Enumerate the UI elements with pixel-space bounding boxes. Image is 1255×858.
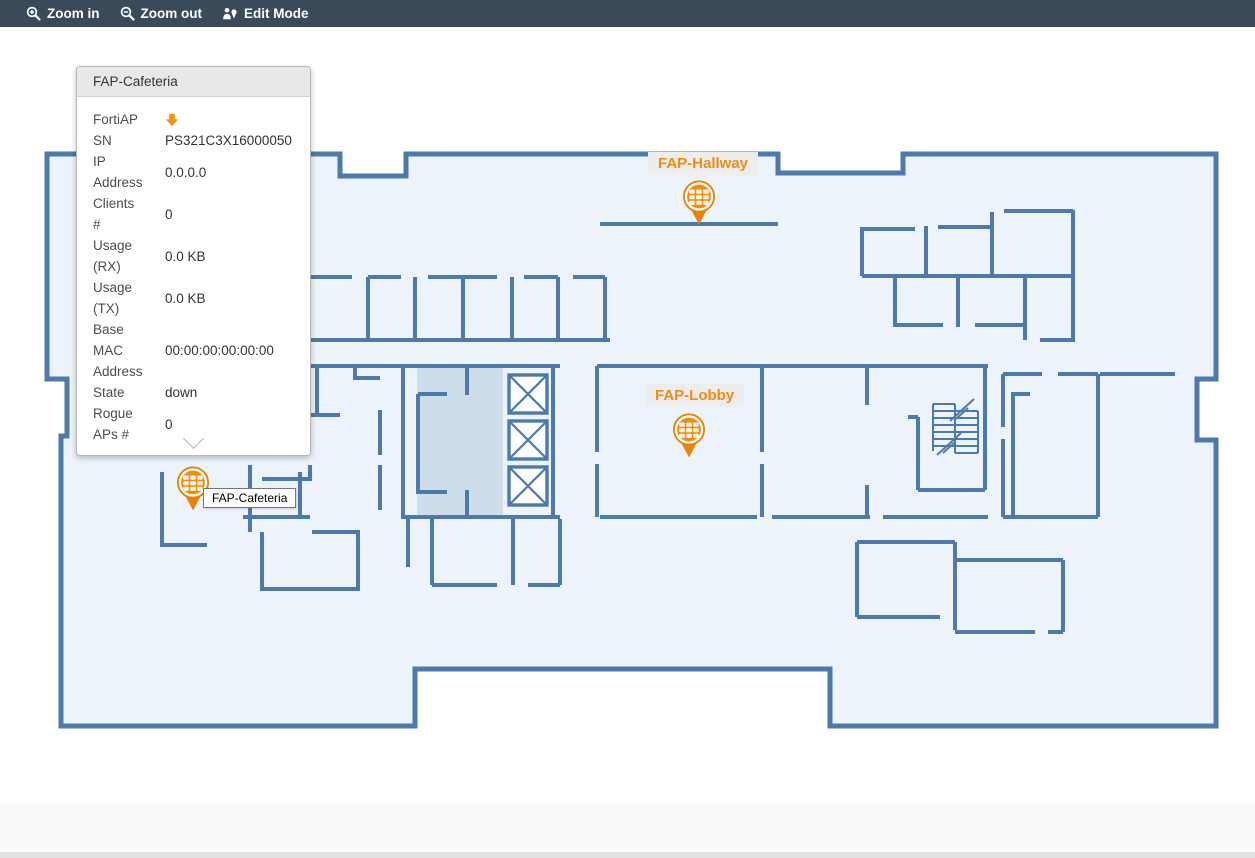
popup-row-label: Usage (TX): [93, 280, 133, 316]
popup-row-value: 0.0 KB: [165, 290, 206, 306]
popup-row-value: 00:00:00:00:00:00: [165, 343, 274, 358]
popup-row-fortiap: FortiAP: [93, 109, 294, 130]
ap-marker-fap-hallway[interactable]: [680, 180, 718, 226]
edit-mode-icon: [222, 6, 238, 21]
popup-row-rogue-aps: Rogue APs # 0: [93, 403, 294, 445]
popup-row-ip-address: IP Address 0.0.0.0: [93, 151, 294, 193]
popup-row-state: State down: [93, 382, 294, 403]
popup-row-label: Clients #: [93, 196, 135, 232]
zoom-in-icon: [26, 6, 41, 21]
stairs-icon: [932, 398, 979, 456]
zoom-in-label: Zoom in: [47, 6, 100, 21]
popup-row-value: 0: [165, 416, 173, 432]
zoom-out-button[interactable]: Zoom out: [120, 6, 202, 21]
edit-mode-button[interactable]: Edit Mode: [222, 6, 309, 21]
zoom-in-button[interactable]: Zoom in: [26, 6, 100, 21]
marker-hover-tooltip: FAP-Cafeteria: [203, 488, 297, 508]
popup-row-label: IP Address: [93, 154, 143, 190]
elevator-shaft-icons: [507, 373, 549, 507]
popup-title: FAP-Cafeteria: [77, 67, 310, 97]
popup-row-value: 0: [165, 206, 173, 222]
ap-marker-fap-lobby[interactable]: [670, 413, 708, 459]
bottom-panel-strip: [0, 852, 1255, 858]
popup-row-value: PS321C3X16000050: [165, 133, 292, 148]
popup-row-value: 0.0.0.0: [165, 164, 207, 180]
ap-label-fap-lobby: FAP-Lobby: [645, 384, 745, 407]
popup-row-usage-rx: Usage (RX) 0.0 KB: [93, 235, 294, 277]
ap-details-popup: FAP-Cafeteria FortiAP SN PS321C3X1600005…: [76, 66, 311, 456]
popup-row-clients: Clients # 0: [93, 193, 294, 235]
zoom-out-label: Zoom out: [140, 6, 202, 21]
ap-label-fap-hallway: FAP-Hallway: [648, 152, 759, 175]
popup-row-base-mac: Base MAC Address 00:00:00:00:00:00: [93, 319, 294, 382]
popup-row-value: 0.0 KB: [165, 248, 206, 264]
floorplan-svg: [44, 151, 1219, 729]
bottom-panel: [0, 803, 1255, 852]
fortiap-down-arrow-icon: [165, 113, 294, 127]
toolbar: Zoom in Zoom out Edit Mode: [0, 0, 1255, 27]
popup-row-value: down: [165, 385, 198, 400]
popup-row-usage-tx: Usage (TX) 0.0 KB: [93, 277, 294, 319]
map-area: FAP-Hallway FAP-Lobby: [0, 27, 1255, 803]
popup-row-label: Usage (RX): [93, 238, 133, 274]
popup-row-label: SN: [93, 133, 112, 148]
popup-row-label: FortiAP: [93, 112, 139, 127]
floorplan-outer-boundary: [44, 151, 1219, 729]
popup-row-label: Base MAC Address: [93, 322, 143, 379]
zoom-out-icon: [120, 6, 135, 21]
popup-body: FortiAP SN PS321C3X16000050 IP Address 0…: [77, 97, 310, 455]
popup-row-sn: SN PS321C3X16000050: [93, 130, 294, 151]
edit-mode-label: Edit Mode: [243, 6, 309, 21]
popup-row-label: Rogue APs #: [93, 406, 133, 442]
popup-row-label: State: [93, 385, 125, 400]
